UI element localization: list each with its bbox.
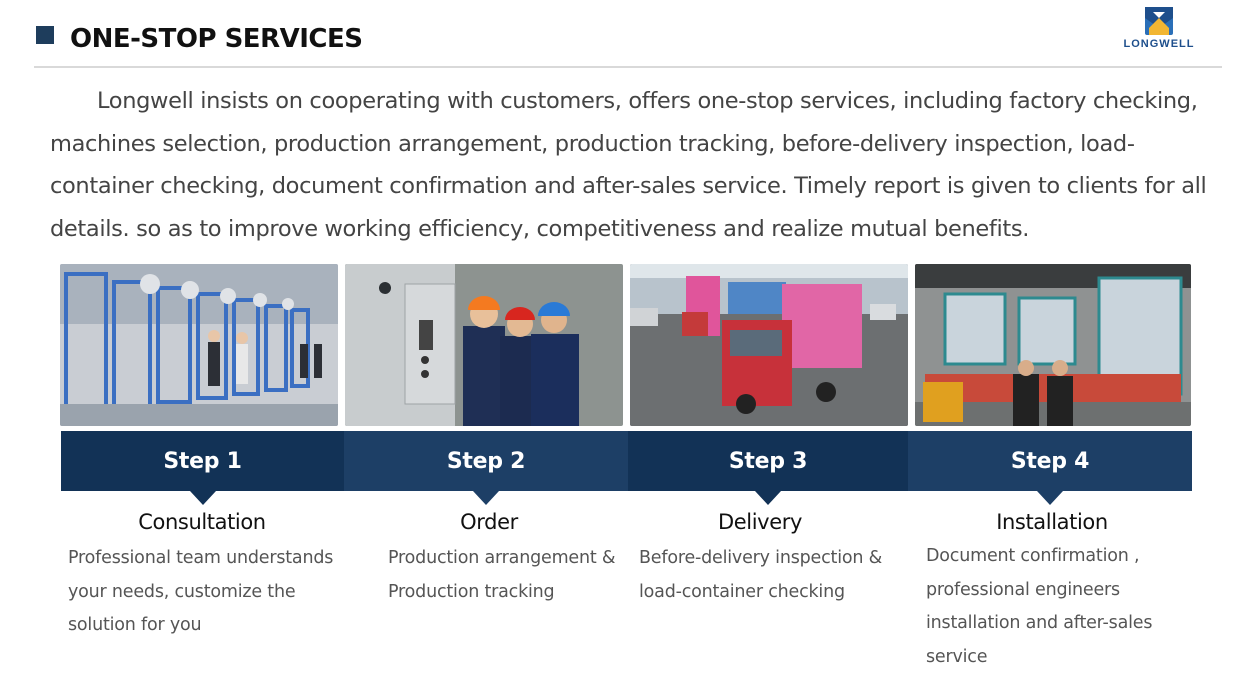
step-2-description: Production arrangement & Production trac…: [388, 548, 616, 602]
step-3-label: Step 3: [728, 448, 808, 474]
step-1-label: Step 1: [163, 448, 242, 474]
step-3-pointer-icon: [755, 491, 781, 505]
step-2-pointer-icon: [473, 491, 499, 505]
step-4-band: Step 4: [908, 431, 1192, 505]
step-3-description: Before-delivery inspection & load-contai…: [639, 548, 883, 602]
page-title: ONE-STOP SERVICES: [70, 24, 363, 54]
step-3-title: Delivery: [718, 510, 802, 534]
title-square-icon: [36, 26, 54, 44]
container-truck-photo: [630, 264, 908, 426]
logo-text: LONGWELL: [1123, 38, 1195, 50]
step-2-label: Step 2: [446, 448, 526, 474]
step-1-description: Professional team understands your needs…: [68, 548, 334, 635]
factory-machines-photo: [60, 264, 338, 426]
engineers-control-panel-photo: [345, 264, 623, 426]
step-1-band: Step 1: [61, 431, 344, 505]
step-2-title: Order: [460, 510, 518, 534]
step-1-title: Consultation: [138, 510, 266, 534]
installed-machines-photo: [915, 264, 1191, 426]
step-4-description: Document confirmation , professional eng…: [926, 546, 1153, 667]
longwell-logo-icon: [1145, 7, 1173, 35]
step-4-title: Installation: [996, 510, 1108, 534]
step-3-band: Step 3: [628, 431, 908, 505]
longwell-logo: LONGWELL: [1118, 6, 1200, 54]
step-4-label: Step 4: [1010, 448, 1090, 474]
intro-paragraph: Longwell insists on cooperating with cus…: [50, 88, 1207, 242]
step-4-pointer-icon: [1037, 491, 1063, 505]
step-1-pointer-icon: [189, 491, 216, 505]
header-divider: [34, 66, 1222, 68]
step-2-band: Step 2: [344, 431, 628, 505]
